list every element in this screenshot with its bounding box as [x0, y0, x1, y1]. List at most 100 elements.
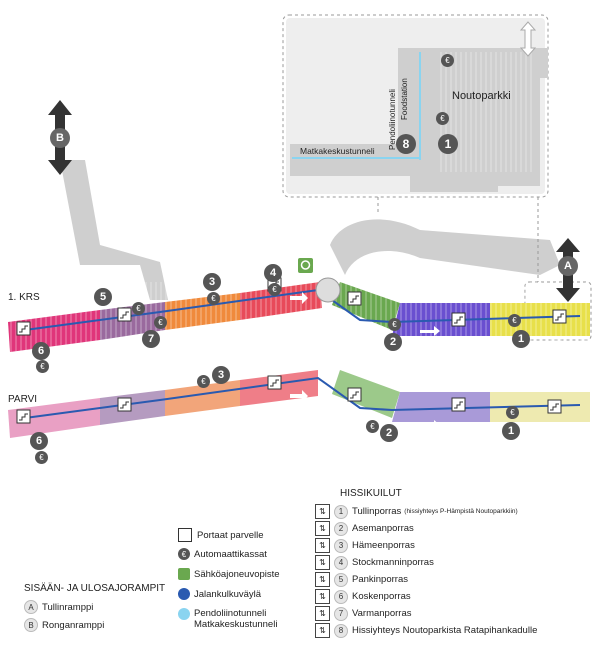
elevator-number: 8: [334, 623, 348, 638]
ramp-a-name: Tullinramppi: [42, 601, 94, 613]
detail-parking-area: [438, 52, 534, 172]
euro-l1-1: €: [508, 314, 521, 327]
stairs-icon: [547, 399, 562, 414]
elevator-icon: ⇅: [315, 504, 330, 519]
legend-jalankulku-label: Jalankulkuväylä: [194, 588, 262, 600]
marker-1-detail: 1: [438, 134, 458, 154]
stair-icons: [16, 277, 567, 424]
direction-arrow: [290, 292, 308, 304]
marker-2: 2: [384, 333, 402, 351]
level-1-walkway: [24, 288, 581, 331]
roundabout: [315, 277, 341, 303]
marker-8: 8: [396, 134, 416, 154]
ramp-b-badge: B: [50, 128, 70, 148]
direction-arrow: [420, 326, 440, 336]
stairs-icon: [117, 307, 132, 322]
euro-l1-2: €: [388, 318, 401, 331]
elevator-name: Varmanporras: [352, 608, 412, 619]
tunnel-icon: [178, 608, 190, 620]
elevator-icon: ⇅: [315, 538, 330, 553]
parvi-zone-2-green: [332, 370, 400, 418]
elevator-icon: ⇅: [315, 521, 330, 536]
legend-sahko-label: Sähköajoneuvopiste: [194, 568, 280, 580]
elevator-number: 2: [334, 521, 348, 536]
matkakeskustunneli-label: Matkakeskustunneli: [300, 146, 375, 156]
level-1-floor: [8, 277, 590, 352]
elevator-icon: ⇅: [315, 623, 330, 638]
ramp-a-icon: A: [24, 600, 38, 614]
marker-7: 7: [142, 330, 160, 348]
euro-detail-1: €: [441, 54, 454, 67]
euro-l1-7: €: [154, 316, 167, 329]
euro-l1-3: €: [207, 292, 220, 305]
elevator-item: ⇅ 7 Varmanporras: [315, 606, 415, 621]
marker-1: 1: [512, 330, 530, 348]
detail-frame: [282, 14, 549, 198]
stairs-icon: [347, 387, 362, 402]
elevator-number: 7: [334, 606, 348, 621]
elevator-note: (hissiyhteys P-Hämpistä Noutoparkkiin): [404, 508, 518, 515]
parvi-marker-6: 6: [30, 432, 48, 450]
hissikuilut-title: HISSIKUILUT: [340, 488, 402, 499]
elevator-icon: ⇅: [315, 555, 330, 570]
parvi-euro-1: €: [506, 406, 519, 419]
elevator-name: Asemanporras: [352, 523, 414, 534]
direction-arrow: [420, 420, 440, 430]
elevator-name: Stockmanninporras: [352, 557, 434, 568]
stairs-icon: [552, 309, 567, 324]
stairs-icon: [16, 321, 31, 336]
stairs-icon: [347, 291, 362, 306]
legend-pendoliino: Pendoliinotunneli Matkakeskustunneli: [178, 608, 277, 630]
parvi-floor: [8, 370, 590, 438]
direction-arrow: [290, 390, 308, 402]
parvi-euro-6: €: [35, 451, 48, 464]
stairs-icon: [117, 397, 132, 412]
elevator-name: Pankinporras: [352, 574, 408, 585]
legend-matkakeskus-label: Matkakeskustunneli: [194, 619, 278, 630]
ramp-b-name: Ronganramppi: [42, 619, 105, 631]
elevator-number: 4: [334, 555, 348, 570]
elevator-name: Hämeenporras: [352, 540, 415, 551]
elevator-item: ⇅ 4 Stockmanninporras: [315, 555, 437, 570]
detail-updown-arrow: [519, 21, 537, 57]
noutoparkki-label: Noutoparkki: [452, 90, 511, 102]
ramps-legend-a: A Tullinramppi: [24, 600, 93, 614]
legend-pendoliino-label: Pendoliinotunneli: [194, 608, 267, 619]
ramps-legend-title: SISÄÄN- JA ULOSAJORAMPIT: [24, 583, 166, 594]
elevator-number: 1: [334, 504, 348, 519]
walkway-icon: [178, 588, 190, 600]
marker-4: 4: [264, 264, 282, 282]
legend-portaat: Portaat parvelle: [178, 528, 264, 542]
marker-6: 6: [32, 342, 50, 360]
ramp-a-badge: A: [558, 256, 578, 276]
parvi-zone-5: [100, 390, 165, 425]
stairs-icon: [451, 397, 466, 412]
parvi-zone-3: [165, 380, 240, 416]
stairs-icon: [16, 409, 31, 424]
legend-sahko: Sähköajoneuvopiste: [178, 568, 280, 580]
legend-automaatti: € Automaattikassat: [178, 548, 267, 560]
ramp-b-icon: B: [24, 618, 38, 632]
parvi-euro-2: €: [366, 420, 379, 433]
road-ramp-a: [330, 219, 560, 275]
elevator-icon: ⇅: [315, 606, 330, 621]
foodstation-label: Foodstation: [400, 78, 409, 120]
parvi-label: PARVI: [8, 394, 38, 405]
euro-l1-6: €: [36, 360, 49, 373]
legend-jalankulku: Jalankulkuväylä: [178, 588, 261, 600]
parvi-marker-2: 2: [380, 424, 398, 442]
elevator-number: 6: [334, 589, 348, 604]
elevator-name: Tullinporras: [352, 506, 402, 517]
ev-charging-icon: [298, 258, 313, 273]
marker-5: 5: [94, 288, 112, 306]
euro-icon: €: [178, 548, 190, 560]
euro-detail-2: €: [436, 112, 449, 125]
elevator-number: 5: [334, 572, 348, 587]
elevator-item: ⇅ 1 Tullinporras(hissiyhteys P-Hämpistä No…: [315, 504, 518, 519]
ramps-legend-b: B Ronganramppi: [24, 618, 104, 632]
